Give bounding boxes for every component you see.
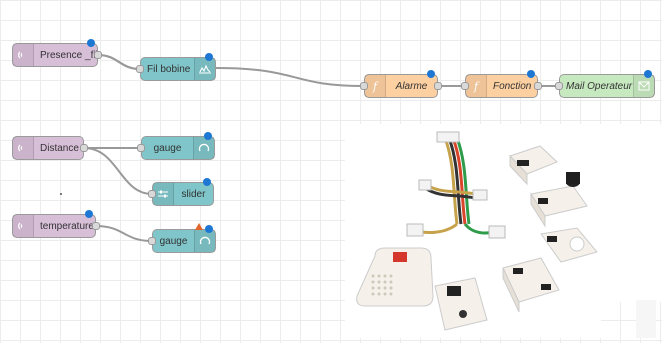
node-fonction[interactable]: f Fonction (461, 70, 542, 98)
sensor-modules-illustration (356, 131, 598, 331)
wifi-icon (13, 44, 34, 66)
node-gauge-distance[interactable]: gauge (137, 132, 215, 160)
wire-temperature-gauge[interactable] (95, 225, 153, 242)
sensor-modules-photo (345, 124, 601, 338)
waveform-icon (194, 58, 215, 80)
node-label: gauge (159, 235, 188, 247)
node-fil-bobine[interactable]: Fil bobine (136, 53, 216, 81)
output-port[interactable] (92, 222, 100, 230)
function-icon: f (365, 75, 386, 97)
function-icon: f (466, 75, 487, 97)
input-port[interactable] (461, 82, 469, 90)
node-distance[interactable]: Distance (12, 136, 88, 160)
output-port[interactable] (80, 144, 88, 152)
node-gauge-temperature[interactable]: gauge (148, 223, 216, 253)
wifi-icon (13, 137, 34, 159)
node-mail-operateur[interactable]: Mail Operateur (555, 70, 655, 98)
node-label: Fil bobine (147, 63, 191, 75)
status-indicator (203, 178, 211, 186)
input-port[interactable] (136, 65, 144, 73)
module-middle (502, 257, 560, 313)
module-speaker (356, 247, 434, 307)
gauge-icon (193, 137, 214, 159)
input-port[interactable] (148, 237, 156, 245)
status-indicator (205, 225, 213, 233)
node-label: temperature (40, 220, 94, 232)
module-right (540, 227, 598, 263)
cable-bundle (406, 131, 506, 239)
node-label: Fonction (493, 80, 532, 92)
node-label: Presence _fil (40, 49, 97, 61)
photo-margin (601, 124, 662, 302)
status-indicator (205, 53, 213, 61)
wire-presence-fil-bobine-2[interactable] (97, 54, 141, 70)
status-indicator (87, 39, 95, 47)
output-port[interactable] (534, 82, 542, 90)
wire-fil-bobine-alarme[interactable] (215, 67, 365, 87)
status-indicator (527, 70, 535, 78)
node-temperature[interactable]: temperature (12, 210, 100, 238)
status-indicator (204, 132, 212, 140)
node-presence-fil[interactable]: Presence _fil (12, 39, 102, 67)
gauge-icon (194, 230, 215, 252)
output-port[interactable] (434, 82, 442, 90)
warning-icon (195, 223, 203, 230)
node-label: gauge (153, 142, 182, 154)
envelope-icon (633, 75, 654, 97)
wifi-icon (13, 215, 34, 237)
module-top (509, 145, 558, 186)
input-port[interactable] (137, 144, 145, 152)
canvas-dot (60, 193, 62, 195)
node-label: Alarme (395, 80, 428, 92)
node-label: Distance (40, 142, 79, 154)
input-port[interactable] (555, 82, 563, 90)
status-indicator (85, 210, 93, 218)
slider-icon (153, 183, 174, 205)
wire-presence-fil-bobine[interactable] (97, 54, 141, 70)
module-knob (530, 172, 588, 228)
status-indicator (427, 70, 435, 78)
module-bottom (434, 277, 488, 331)
photo-edge (636, 300, 656, 338)
node-alarme[interactable]: f Alarme (360, 70, 442, 98)
node-slider[interactable]: slider (148, 178, 214, 206)
output-port[interactable] (94, 51, 102, 59)
node-label: Mail Operateur (566, 80, 633, 92)
input-port[interactable] (148, 190, 156, 198)
input-port[interactable] (360, 82, 368, 90)
node-label: slider (181, 188, 206, 200)
status-indicator (644, 70, 652, 78)
